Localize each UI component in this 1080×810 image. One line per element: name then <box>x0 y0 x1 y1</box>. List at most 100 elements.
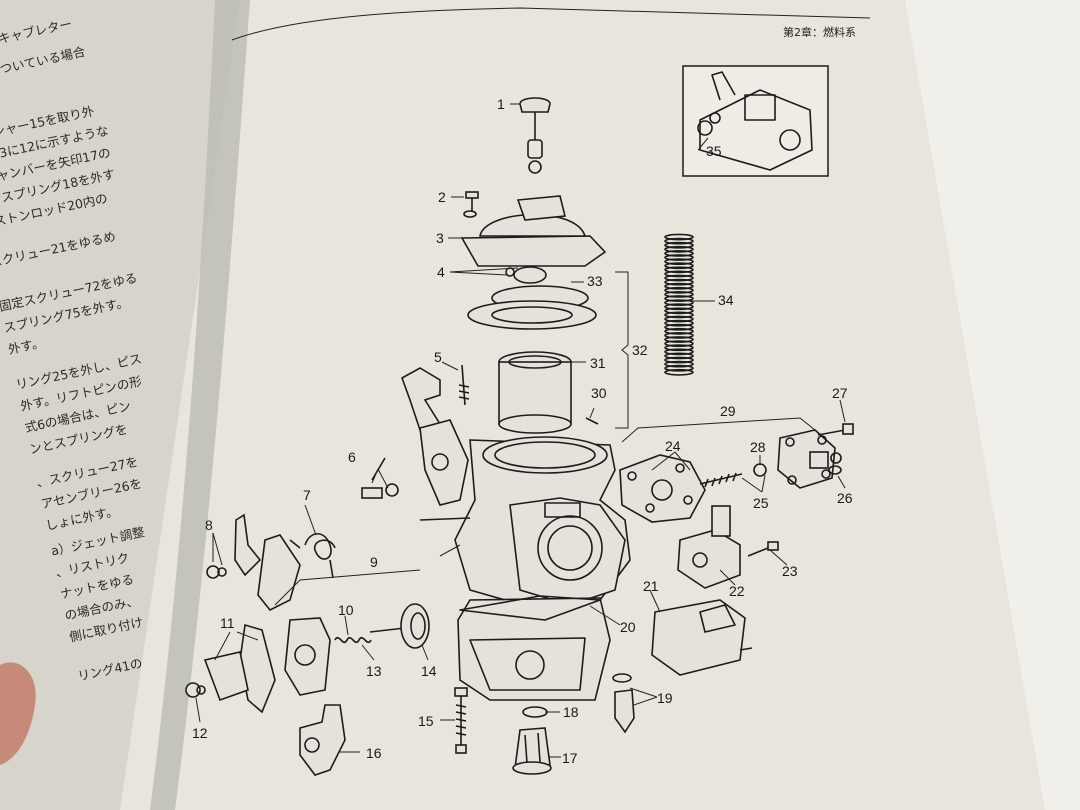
spring-coil <box>664 319 694 327</box>
callout-labels: 1 2 3 4 5 6 7 8 9 10 11 12 13 14 15 16 1… <box>192 96 853 766</box>
callout-18: 18 <box>563 704 579 720</box>
right-margin-paper <box>900 0 1080 810</box>
spring-34 <box>664 233 694 376</box>
valve-22 <box>677 505 741 589</box>
throttle-lever-assembly <box>401 367 469 506</box>
callout-22: 22 <box>729 583 745 599</box>
screw-2 <box>463 191 479 218</box>
callout-33: 33 <box>587 273 603 289</box>
callout-8: 8 <box>205 517 213 533</box>
spring-coil <box>664 364 694 372</box>
callout-32: 32 <box>632 342 648 358</box>
callout-2: 2 <box>438 189 446 205</box>
spring-coil <box>664 237 694 245</box>
jet-17 <box>512 727 552 775</box>
screw-23 <box>747 541 779 557</box>
spring-coil <box>664 290 694 298</box>
spring-coil <box>664 262 694 270</box>
diaphragm-33 <box>467 285 597 330</box>
spring-coil <box>664 249 694 257</box>
spring-coil <box>664 323 694 331</box>
callout-27: 27 <box>832 385 848 401</box>
callout-30: 30 <box>591 385 607 401</box>
lever-8 <box>206 513 301 612</box>
callout-4: 4 <box>437 264 445 280</box>
diaphragm-24 <box>619 454 706 523</box>
callout-21: 21 <box>643 578 659 594</box>
piston-31 <box>498 351 572 434</box>
callout-31: 31 <box>590 355 606 371</box>
spring-coil <box>664 254 694 261</box>
lever-16 <box>299 704 346 776</box>
callout-1: 1 <box>497 96 505 112</box>
spring-coil <box>664 368 694 376</box>
choke-assembly <box>284 603 430 696</box>
callout-29: 29 <box>720 403 736 419</box>
bracket-11 <box>203 623 276 714</box>
spring-coil <box>664 331 694 339</box>
nut-12 <box>185 682 206 698</box>
screw-27 <box>817 423 854 464</box>
spring-coil <box>664 360 694 368</box>
spring-coil <box>664 274 694 282</box>
spring-coil <box>664 315 694 323</box>
spring-coil <box>664 258 694 265</box>
spring-coil <box>664 233 694 241</box>
inset-view <box>682 65 829 177</box>
right-page <box>120 0 1045 810</box>
spring-coil <box>664 245 694 253</box>
callout-5: 5 <box>434 349 442 365</box>
float-21 <box>651 599 753 676</box>
callout-26: 26 <box>837 490 853 506</box>
spring-coil <box>664 311 694 319</box>
screw-30 <box>585 417 599 425</box>
spring-coil <box>664 270 694 278</box>
spring-coil <box>664 299 694 306</box>
spring-coil <box>664 352 694 360</box>
callout-35: 35 <box>706 143 722 159</box>
spring-coil <box>664 344 694 352</box>
left-line: 外す。 <box>7 335 46 357</box>
callout-10: 10 <box>338 602 354 618</box>
screw-15 <box>454 687 468 754</box>
leader-lines <box>195 103 846 758</box>
spring-coil <box>664 307 694 315</box>
callout-15: 15 <box>418 713 434 729</box>
needle-valve-19 <box>612 673 635 734</box>
spring-coil <box>664 241 694 249</box>
finger <box>0 662 36 765</box>
callout-6: 6 <box>348 449 356 465</box>
page-gutter-shadow <box>150 0 250 810</box>
spring-coil <box>664 286 694 294</box>
callout-7: 7 <box>303 487 311 503</box>
callout-13: 13 <box>366 663 382 679</box>
spring-coil <box>664 266 694 274</box>
left-page <box>0 0 255 810</box>
callout-9: 9 <box>370 554 378 570</box>
callout-12: 12 <box>192 725 208 741</box>
spring-coil <box>664 295 694 302</box>
callout-23: 23 <box>782 563 798 579</box>
callout-20: 20 <box>620 619 636 635</box>
cover-26 <box>777 429 842 489</box>
callout-19: 19 <box>657 690 673 706</box>
spring-7 <box>289 532 336 579</box>
spring-coil <box>664 282 694 290</box>
spring-coil <box>664 303 694 311</box>
callout-28: 28 <box>750 439 766 455</box>
spring-coil <box>664 356 694 364</box>
screw-5 <box>458 364 470 406</box>
spring-coil <box>664 327 694 335</box>
header-rule <box>231 7 871 41</box>
callout-16: 16 <box>366 745 382 761</box>
chamber-cover-3 <box>460 195 607 267</box>
spring-coil <box>664 336 694 343</box>
spring-coil <box>664 278 694 286</box>
spring-coil <box>664 340 694 347</box>
callout-17: 17 <box>562 750 578 766</box>
chapter-header: 第2章：燃料系 <box>783 25 856 39</box>
callout-3: 3 <box>436 230 444 246</box>
damper-cap-1 <box>519 97 551 174</box>
spring-coil <box>664 348 694 356</box>
